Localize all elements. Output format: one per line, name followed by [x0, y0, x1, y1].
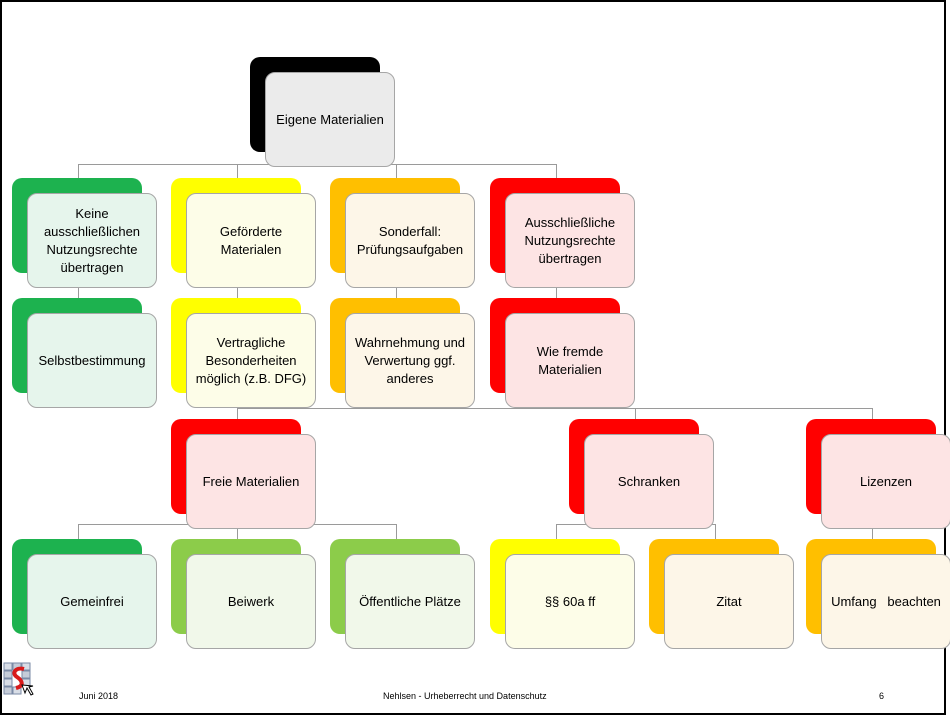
connector-oeffentliche-drop — [396, 524, 397, 540]
node-label: Eigene Materialien — [265, 72, 395, 167]
node-label: Schranken — [584, 434, 714, 529]
node-label: Umfang beachten — [821, 554, 950, 649]
node-label: Selbstbestimmung — [27, 313, 157, 408]
connector-gemeinfrei-drop — [78, 524, 79, 540]
node-label: Freie Materialien — [186, 434, 316, 529]
node-label: Beiwerk — [186, 554, 316, 649]
connector-gefoerdert-drop — [237, 164, 238, 180]
connector-freie-drop — [237, 408, 238, 420]
connector-schranken-drop — [635, 408, 636, 420]
node-label: Sonderfall: Prüfungsaufgaben — [345, 193, 475, 288]
node-label: Ausschließliche Nutzungsrechte übertrage… — [505, 193, 635, 288]
connector-keine-drop — [78, 164, 79, 180]
footer-page-number: 6 — [879, 691, 885, 701]
university-logo-icon — [2, 659, 36, 701]
node-label: Geförderte Materialen — [186, 193, 316, 288]
node-label: Lizenzen — [821, 434, 950, 529]
node-label: Gemeinfrei — [27, 554, 157, 649]
node-label: Wahrnehmung und Verwertung ggf. anderes — [345, 313, 475, 408]
connector-zitat-drop — [715, 524, 716, 540]
footer-date: Juni 2018 — [79, 691, 119, 701]
connector-beiwerk-drop — [237, 524, 238, 540]
node-label: Wie fremde Materialien — [505, 313, 635, 408]
connector-level3-bar — [237, 408, 872, 409]
node-label: Vertragliche Besonderheiten möglich (z.B… — [186, 313, 316, 408]
connector-paragraph-drop — [556, 524, 557, 540]
node-label: Zitat — [664, 554, 794, 649]
node-label: Keine ausschließlichen Nutzungsrechte üb… — [27, 193, 157, 288]
node-label: Öffentliche Plätze — [345, 554, 475, 649]
footer-title: Nehlsen - Urheberrecht und Datenschutz — [383, 691, 547, 701]
connector-ausschliessliche-drop — [556, 164, 557, 180]
connector-lizenzen-drop — [872, 408, 873, 420]
connector-sonderfall-drop — [396, 164, 397, 180]
node-label: §§ 60a ff — [505, 554, 635, 649]
